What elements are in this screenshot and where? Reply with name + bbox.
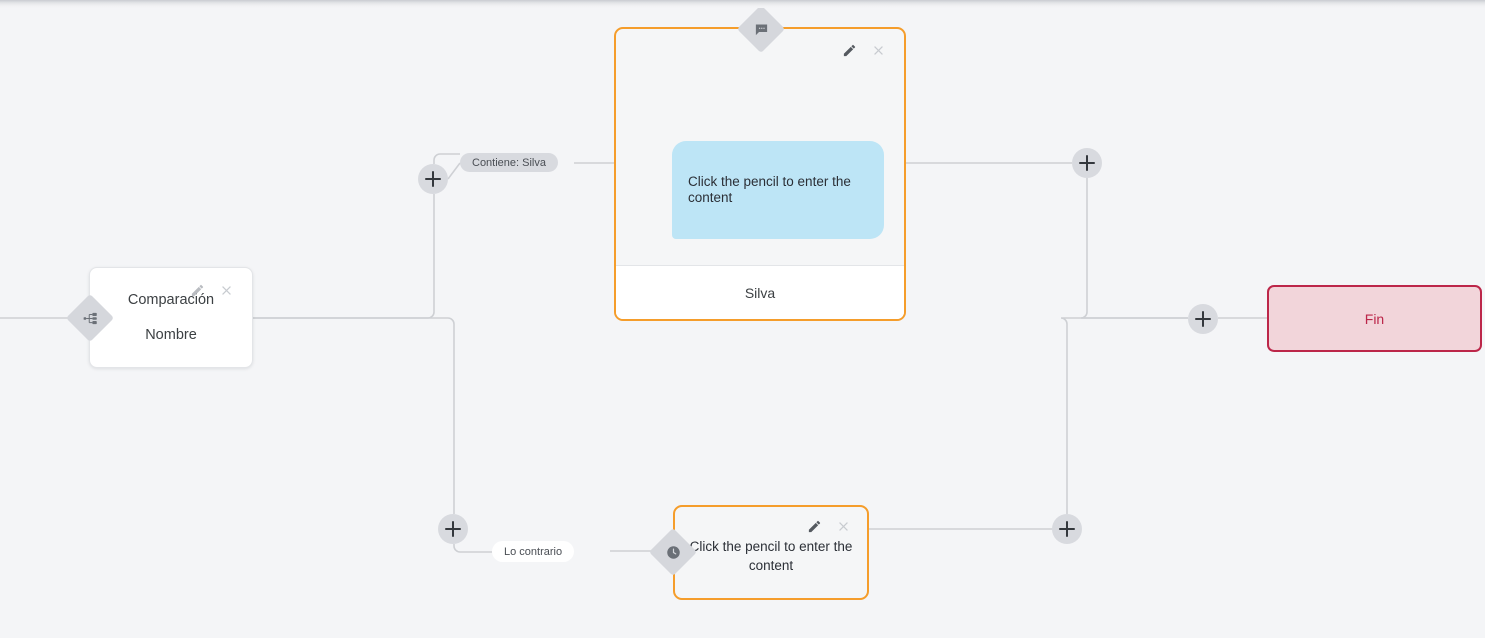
add-step-false-branch[interactable] <box>438 514 468 544</box>
message-node[interactable]: Click the pencil to enter the content Si… <box>614 27 906 321</box>
message-node-footer: Silva <box>616 265 904 319</box>
end-node[interactable]: Fin <box>1267 285 1482 352</box>
chat-bubble-icon-handle[interactable] <box>736 4 786 54</box>
pencil-icon[interactable] <box>842 43 857 58</box>
add-step-after-wait[interactable] <box>1052 514 1082 544</box>
branch-icon <box>82 310 98 326</box>
wait-message-node-text: Click the pencil to enter the content <box>689 539 853 573</box>
add-step-before-end[interactable] <box>1188 304 1218 334</box>
close-icon[interactable] <box>836 519 851 534</box>
close-icon[interactable] <box>871 43 886 58</box>
message-node-actions <box>842 43 886 58</box>
add-step-after-message[interactable] <box>1072 148 1102 178</box>
clock-icon <box>665 544 681 560</box>
message-bubble-text: Click the pencil to enter the content <box>688 174 851 205</box>
edge-label-true-branch: Contiene: Silva <box>460 153 558 172</box>
comparison-node[interactable]: Comparación Nombre <box>89 267 253 368</box>
message-bubble: Click the pencil to enter the content <box>672 141 884 239</box>
end-node-label: Fin <box>1364 310 1385 327</box>
wait-message-node-actions <box>807 519 851 534</box>
message-node-footer-label: Silva <box>744 284 776 301</box>
wait-message-node[interactable]: Click the pencil to enter the content <box>673 505 869 600</box>
edge-label-false-branch: Lo contrario <box>492 541 575 562</box>
comparison-node-subtitle: Nombre <box>145 327 197 343</box>
comparison-node-actions <box>190 283 234 298</box>
pencil-icon[interactable] <box>807 519 822 534</box>
pencil-icon[interactable] <box>190 283 205 298</box>
chat-bubble-icon <box>753 21 769 37</box>
branch-icon-handle[interactable] <box>65 293 115 343</box>
clock-icon-handle[interactable] <box>648 527 698 577</box>
add-step-true-branch[interactable] <box>418 164 448 194</box>
top-edge-shadow <box>0 0 1485 8</box>
close-icon[interactable] <box>219 283 234 298</box>
